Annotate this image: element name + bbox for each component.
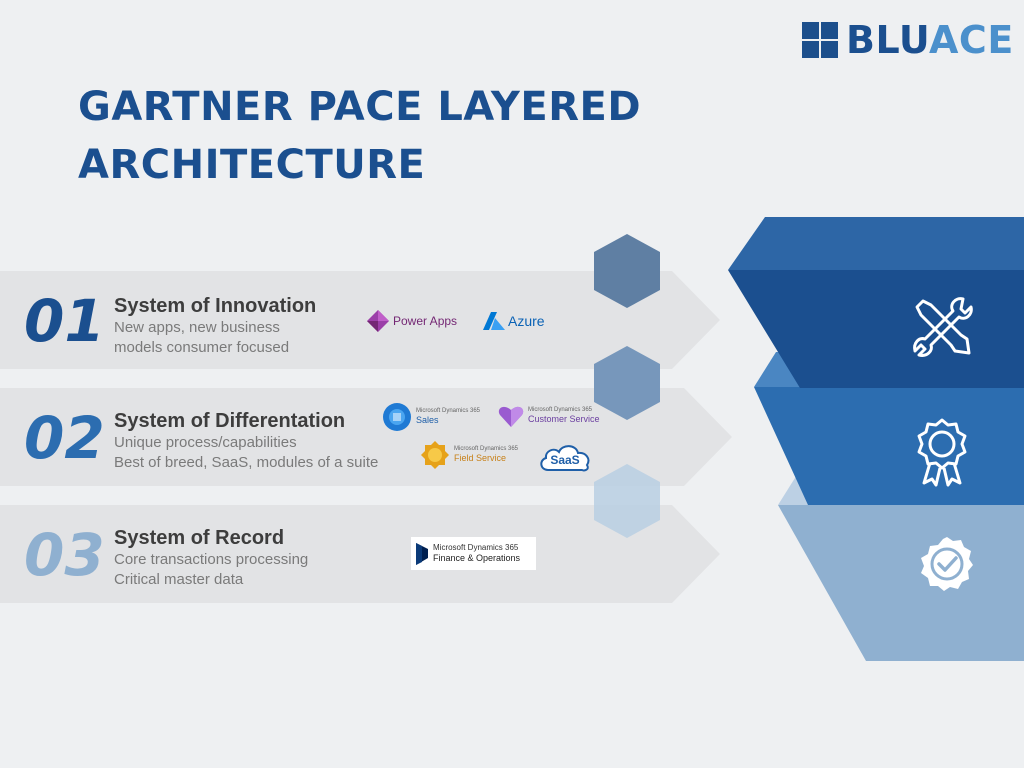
dynamics-customer-service-icon [498, 406, 524, 427]
brand-name-part2: ACE [929, 18, 1014, 62]
award-ribbon-icon [917, 418, 967, 487]
layer-heading: System of Record [114, 527, 285, 549]
dynamics-sales-logo: Microsoft Dynamics 365 Sales [382, 402, 480, 432]
dynamics-sales-brand: Microsoft Dynamics 365 [416, 408, 481, 414]
layer-number: 02 [24, 404, 105, 472]
layer-heading: System of Innovation [114, 295, 317, 317]
dynamics-field-service-logo: Microsoft Dynamics 365 Field Service [420, 440, 518, 470]
tools-icon [913, 297, 973, 357]
layer-description-line: Core transactions processing [114, 551, 309, 568]
funnel-layer-innovation-top [728, 217, 1024, 270]
layer-band-3-arrow [0, 505, 720, 603]
layer-number: 01 [24, 287, 105, 355]
brand-name: BLUACE [846, 20, 1014, 60]
dynamics-icon [416, 542, 428, 565]
layer-heading: System of Differentation [114, 410, 346, 432]
saas-logo: SaaS [538, 441, 592, 473]
dynamics-field-service-icon [421, 441, 449, 469]
layer-description-line: models consumer focused [114, 339, 290, 356]
dynamics-sales-icon [383, 403, 411, 431]
hexagon-marker-1 [594, 234, 660, 308]
layer-band-3: 03 System of Record Core transactions pr… [0, 505, 760, 603]
page-title: GARTNER PACE LAYERED ARCHITECTURE [78, 84, 642, 188]
brand-logo: BLUACE [802, 20, 1014, 60]
azure-label: Azure [508, 313, 545, 329]
dynamics-finance-operations-brand: Microsoft Dynamics 365 [433, 543, 519, 552]
dynamics-finance-operations-logo: Microsoft Dynamics 365 Finance & Operati… [411, 537, 536, 570]
azure-icon [483, 312, 505, 330]
power-apps-logo: Power Apps [366, 309, 457, 333]
hexagon-marker-2 [594, 346, 660, 420]
hexagon-marker-3 [594, 464, 660, 538]
layer-description-line: Best of breed, SaaS, modules of a suite [114, 454, 379, 471]
power-apps-label: Power Apps [393, 314, 458, 328]
layer-description-line: Unique process/capabilities [114, 434, 297, 451]
layer-description-line: New apps, new business [114, 319, 280, 336]
dynamics-finance-operations-label: Finance & Operations [433, 553, 521, 563]
brand-mark-icon [802, 22, 838, 58]
brand-name-part1: BLU [846, 18, 930, 62]
dynamics-customer-service-label: Customer Service [528, 414, 600, 424]
funnel-layer-record [778, 505, 1024, 661]
check-badge-icon [921, 537, 973, 591]
saas-label: SaaS [550, 453, 580, 467]
layer-number: 03 [24, 521, 105, 589]
dynamics-customer-service-logo: Microsoft Dynamics 365 Customer Service [498, 404, 600, 428]
layer-band-1: 01 System of Innovation New apps, new bu… [0, 271, 760, 369]
dynamics-field-service-brand: Microsoft Dynamics 365 [454, 446, 519, 452]
layer-description-line: Critical master data [114, 571, 244, 588]
saas-cloud-icon [540, 445, 590, 472]
azure-logo: Azure [483, 312, 545, 330]
layer-band-1-arrow [0, 271, 720, 369]
power-apps-icon [367, 310, 389, 332]
dynamics-field-service-label: Field Service [454, 453, 507, 463]
dynamics-sales-label: Sales [416, 415, 439, 425]
dynamics-customer-service-brand: Microsoft Dynamics 365 [528, 407, 593, 413]
funnel-layer-innovation [728, 270, 1024, 388]
